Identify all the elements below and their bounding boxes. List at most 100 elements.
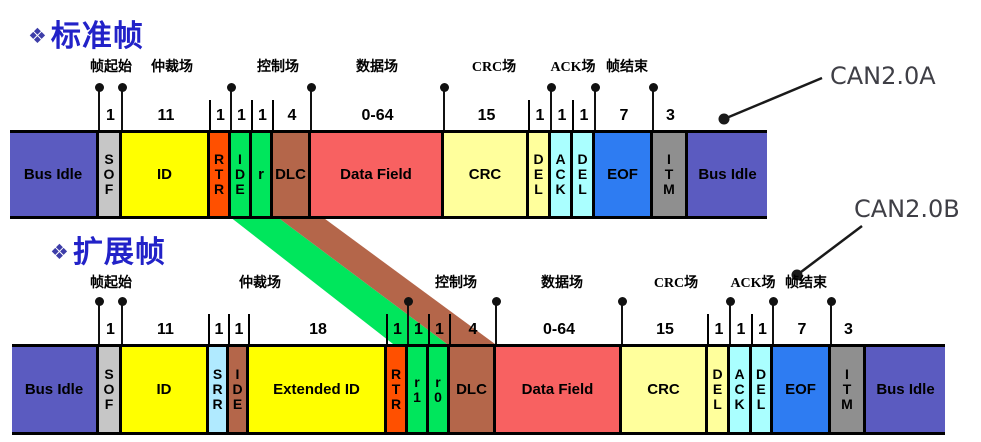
field-boundary-stem bbox=[772, 301, 774, 344]
standard-field-label: 控制场 bbox=[257, 60, 299, 75]
segment-extended-id: Extended ID bbox=[249, 347, 387, 432]
segment-del: D E L bbox=[752, 347, 773, 432]
bit-count: 3 bbox=[666, 107, 675, 124]
segment-ide: I D E bbox=[229, 347, 249, 432]
bit-count: 1 bbox=[414, 321, 423, 338]
standard-field-label: 数据场 bbox=[356, 60, 398, 75]
bit-divider bbox=[707, 314, 709, 344]
bit-count: 1 bbox=[106, 321, 115, 338]
field-boundary-dot bbox=[491, 297, 501, 306]
bit-divider bbox=[272, 100, 274, 130]
field-boundary-dot bbox=[725, 297, 735, 306]
segment-crc: CRC bbox=[622, 347, 708, 432]
field-boundary-dot bbox=[546, 83, 556, 92]
extended-frame-title-text: 扩展帧 bbox=[72, 236, 166, 269]
segment-data-field: Data Field bbox=[496, 347, 622, 432]
bit-count: 15 bbox=[656, 321, 674, 338]
bit-count: 7 bbox=[619, 107, 629, 124]
field-boundary-stem bbox=[230, 87, 232, 130]
segment-eof: EOF bbox=[595, 133, 653, 216]
bit-divider bbox=[572, 100, 574, 130]
diamond-bullet-icon: ❖ bbox=[28, 25, 48, 48]
segment-dlc: DLC bbox=[450, 347, 496, 432]
field-boundary-stem bbox=[594, 87, 596, 130]
field-boundary-dot bbox=[117, 297, 127, 306]
field-boundary-stem bbox=[121, 87, 123, 130]
segment-r: r bbox=[252, 133, 273, 216]
field-boundary-stem bbox=[407, 301, 409, 344]
segment-bus-idle: Bus Idle bbox=[866, 347, 945, 432]
bit-count: 11 bbox=[157, 107, 175, 124]
bit-count: 1 bbox=[758, 321, 767, 338]
field-boundary-stem bbox=[310, 87, 312, 130]
field-boundary-dot bbox=[617, 297, 627, 306]
extended-field-label: 仲裁场 bbox=[239, 276, 281, 291]
bit-divider bbox=[228, 314, 230, 344]
bit-divider bbox=[386, 314, 388, 344]
bit-count: 1 bbox=[435, 321, 444, 338]
bit-count: 1 bbox=[714, 321, 724, 338]
segment-itm: I T M bbox=[653, 133, 688, 216]
bit-divider bbox=[428, 314, 430, 344]
standard-field-label: 帧起始 bbox=[90, 60, 132, 75]
bit-count: 1 bbox=[216, 107, 225, 124]
field-boundary-stem bbox=[621, 301, 623, 344]
segment-rtr: R T R bbox=[387, 347, 408, 432]
segment-eof: EOF bbox=[773, 347, 831, 432]
field-boundary-dot bbox=[306, 83, 316, 92]
field-boundary-stem bbox=[121, 301, 123, 344]
bit-divider bbox=[248, 314, 250, 344]
field-boundary-dot bbox=[94, 297, 104, 306]
standard-frame-title: ❖标准帧 bbox=[28, 11, 144, 55]
extended-field-label: 帧起始 bbox=[90, 276, 132, 291]
field-boundary-stem bbox=[729, 301, 731, 344]
bit-count: 1 bbox=[237, 107, 246, 124]
extended-frame-title: ❖扩展帧 bbox=[50, 227, 166, 271]
bit-divider bbox=[528, 100, 530, 130]
can20a-label: CAN2.0A bbox=[830, 62, 936, 90]
field-boundary-stem bbox=[550, 87, 552, 130]
bit-divider bbox=[209, 100, 211, 130]
field-boundary-dot bbox=[226, 83, 236, 92]
extended-field-label: 数据场 bbox=[541, 276, 583, 291]
field-boundary-dot bbox=[768, 297, 778, 306]
bit-count: 11 bbox=[157, 321, 174, 338]
bit-count: 0-64 bbox=[361, 107, 394, 124]
standard-field-label: ACK场 bbox=[550, 60, 596, 75]
segment-ack: A C K bbox=[730, 347, 752, 432]
segment-data-field: Data Field bbox=[311, 133, 444, 216]
field-boundary-dot bbox=[648, 83, 658, 92]
bit-count: 0-64 bbox=[542, 321, 576, 338]
bit-count: 1 bbox=[214, 321, 224, 338]
bit-count: 1 bbox=[579, 107, 589, 124]
standard-field-label: 仲裁场 bbox=[151, 60, 193, 75]
segment-del: D E L bbox=[529, 133, 551, 216]
field-boundary-dot bbox=[403, 297, 413, 306]
can20b-label: CAN2.0B bbox=[854, 195, 960, 223]
segment-ack: A C K bbox=[551, 133, 573, 216]
bit-count: 1 bbox=[736, 321, 746, 338]
field-boundary-stem bbox=[443, 87, 445, 130]
can20b-callout-line bbox=[796, 225, 863, 276]
diamond-bullet-icon: ❖ bbox=[50, 241, 70, 264]
segment-sof: S O F bbox=[99, 347, 122, 432]
segment-id: ID bbox=[122, 133, 210, 216]
segment-itm: I T M bbox=[831, 347, 866, 432]
extended-field-label: CRC场 bbox=[653, 276, 699, 291]
bit-count: 4 bbox=[468, 321, 478, 338]
segment-bus-idle: Bus Idle bbox=[10, 133, 99, 216]
segment-sof: S O F bbox=[99, 133, 122, 216]
can20b-callout-dot bbox=[791, 269, 803, 281]
bit-count: 4 bbox=[287, 107, 297, 124]
bit-count: 1 bbox=[393, 321, 402, 338]
segment-del: D E L bbox=[573, 133, 595, 216]
segment-r0: r 0 bbox=[429, 347, 450, 432]
segment-del: D E L bbox=[708, 347, 730, 432]
segment-bus-idle: Bus Idle bbox=[688, 133, 767, 216]
green-mapping-band bbox=[225, 213, 447, 344]
extended-field-label: 控制场 bbox=[435, 276, 477, 291]
can20a-callout-line bbox=[723, 76, 823, 121]
segment-rtr: R T R bbox=[210, 133, 231, 216]
